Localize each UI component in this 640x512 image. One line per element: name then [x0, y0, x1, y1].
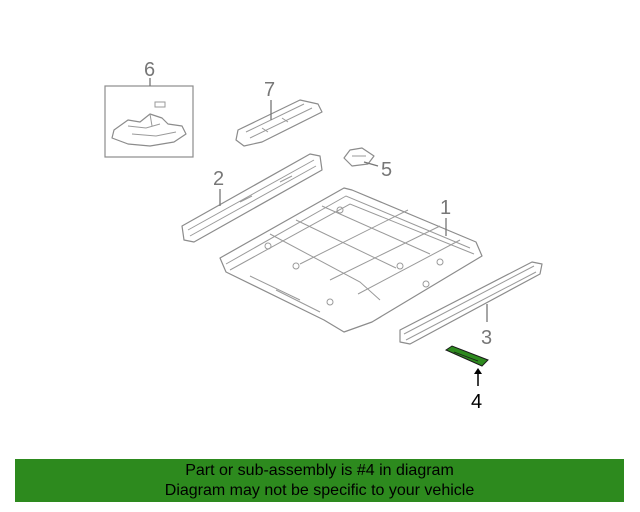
part-4-highlighted-plate[interactable] — [444, 345, 489, 367]
part-3-side-sill[interactable] — [399, 261, 543, 345]
banner-line-1: Part or sub-assembly is #4 in diagram — [185, 462, 454, 479]
callout-7: 7 — [264, 79, 275, 101]
callout-4: 4 — [471, 391, 482, 413]
part-2-side-rail[interactable] — [181, 153, 323, 243]
arrowhead-icon — [474, 368, 482, 374]
info-banner: Part or sub-assembly is #4 in diagram Di… — [15, 459, 624, 502]
callout-1: 1 — [440, 197, 451, 219]
part-5-bracket[interactable] — [343, 147, 375, 167]
callout-2: 2 — [213, 168, 224, 190]
part-6-inset[interactable] — [104, 85, 194, 158]
part-1-floor-pan[interactable] — [219, 187, 483, 333]
callout-3: 3 — [481, 327, 492, 349]
leader-5 — [363, 161, 379, 167]
banner-line-2: Diagram may not be specific to your vehi… — [164, 482, 475, 499]
callout-5: 5 — [381, 159, 392, 181]
part-7-bracket[interactable] — [235, 99, 323, 147]
callout-6: 6 — [144, 59, 155, 81]
